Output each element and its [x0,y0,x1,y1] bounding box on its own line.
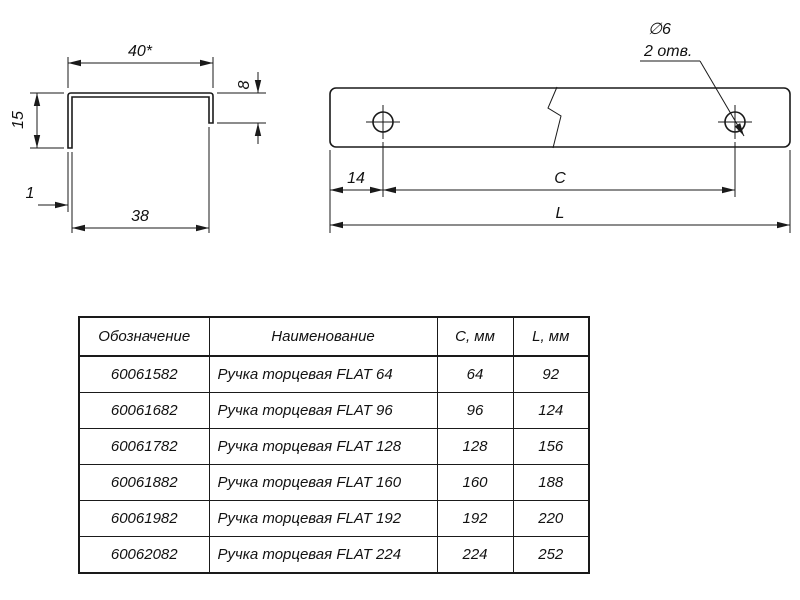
table-row: 60061782 Ручка торцевая FLAT 128 128 156 [78,428,590,465]
dim-thickness: 1 [26,152,73,212]
cell-code: 60061682 [78,392,210,429]
table-row: 60062082 Ручка торцевая FLAT 224 224 252 [78,536,590,574]
dim-total-length: L [330,205,790,229]
drawing-views: 40* 15 8 1 [10,21,791,233]
left-hole [366,105,400,139]
table-row: 60061982 Ручка торцевая FLAT 192 192 220 [78,500,590,537]
dim-thickness-label: 1 [26,185,35,202]
profile-view: 40* 15 8 1 [10,43,266,233]
table-row: 60061582 Ручка торцевая FLAT 64 64 92 [78,355,590,393]
table-header-row: Обозначение Наименование C, мм L, мм [78,316,590,357]
cell-name: Ручка торцевая FLAT 160 [208,464,438,501]
table-row: 60061882 Ручка торцевая FLAT 160 160 188 [78,464,590,501]
cell-l: 220 [512,500,590,537]
cell-l: 124 [512,392,590,429]
cell-code: 60061882 [78,464,210,501]
dim-top-width-label: 40* [128,43,153,60]
table-row: 60061682 Ручка торцевая FLAT 96 96 124 [78,392,590,429]
cell-code: 60061782 [78,428,210,465]
dim-inner-width-label: 38 [131,208,149,225]
dim-right-height: 8 [217,72,266,144]
cell-name: Ручка торцевая FLAT 64 [208,355,438,393]
cell-l: 92 [512,355,590,393]
cell-c: 224 [436,536,514,574]
break-line [547,86,562,149]
dim-hole-spacing: C [383,170,735,194]
header-name: Наименование [208,316,438,357]
hole-diameter-label: ∅6 [648,21,671,38]
cell-code: 60061982 [78,500,210,537]
dim-inner-width: 38 [71,127,210,233]
profile-outline [67,92,214,149]
header-c-mm: C, мм [436,316,514,357]
cell-l: 188 [512,464,590,501]
handle-body [329,87,791,148]
side-view: ∅6 2 отв. 14 C L [329,21,791,233]
cell-c: 64 [436,355,514,393]
dim-top-width: 40* [67,43,214,88]
dim-right-height-label: 8 [236,80,253,89]
cell-l: 252 [512,536,590,574]
cell-code: 60062082 [78,536,210,574]
cell-name: Ручка торцевая FLAT 128 [208,428,438,465]
dim-left-height: 15 [10,92,64,149]
dim-edge-to-hole: 14 [330,170,383,194]
header-designation: Обозначение [78,316,210,357]
variants-table: Обозначение Наименование C, мм L, мм 600… [78,316,590,574]
dim-hole-spacing-label: C [554,170,566,187]
header-l-mm: L, мм [512,316,590,357]
hole-callout: ∅6 2 отв. [640,21,745,137]
cell-code: 60061582 [78,355,210,393]
dim-total-length-label: L [556,205,565,222]
cell-c: 96 [436,392,514,429]
cell-name: Ручка торцевая FLAT 224 [208,536,438,574]
dim-left-height-label: 15 [10,111,27,129]
hole-count-label: 2 отв. [643,43,692,60]
cell-c: 128 [436,428,514,465]
cell-l: 156 [512,428,590,465]
cell-name: Ручка торцевая FLAT 192 [208,500,438,537]
dim-edge-to-hole-label: 14 [347,170,365,187]
cell-c: 192 [436,500,514,537]
cell-c: 160 [436,464,514,501]
cell-name: Ручка торцевая FLAT 96 [208,392,438,429]
